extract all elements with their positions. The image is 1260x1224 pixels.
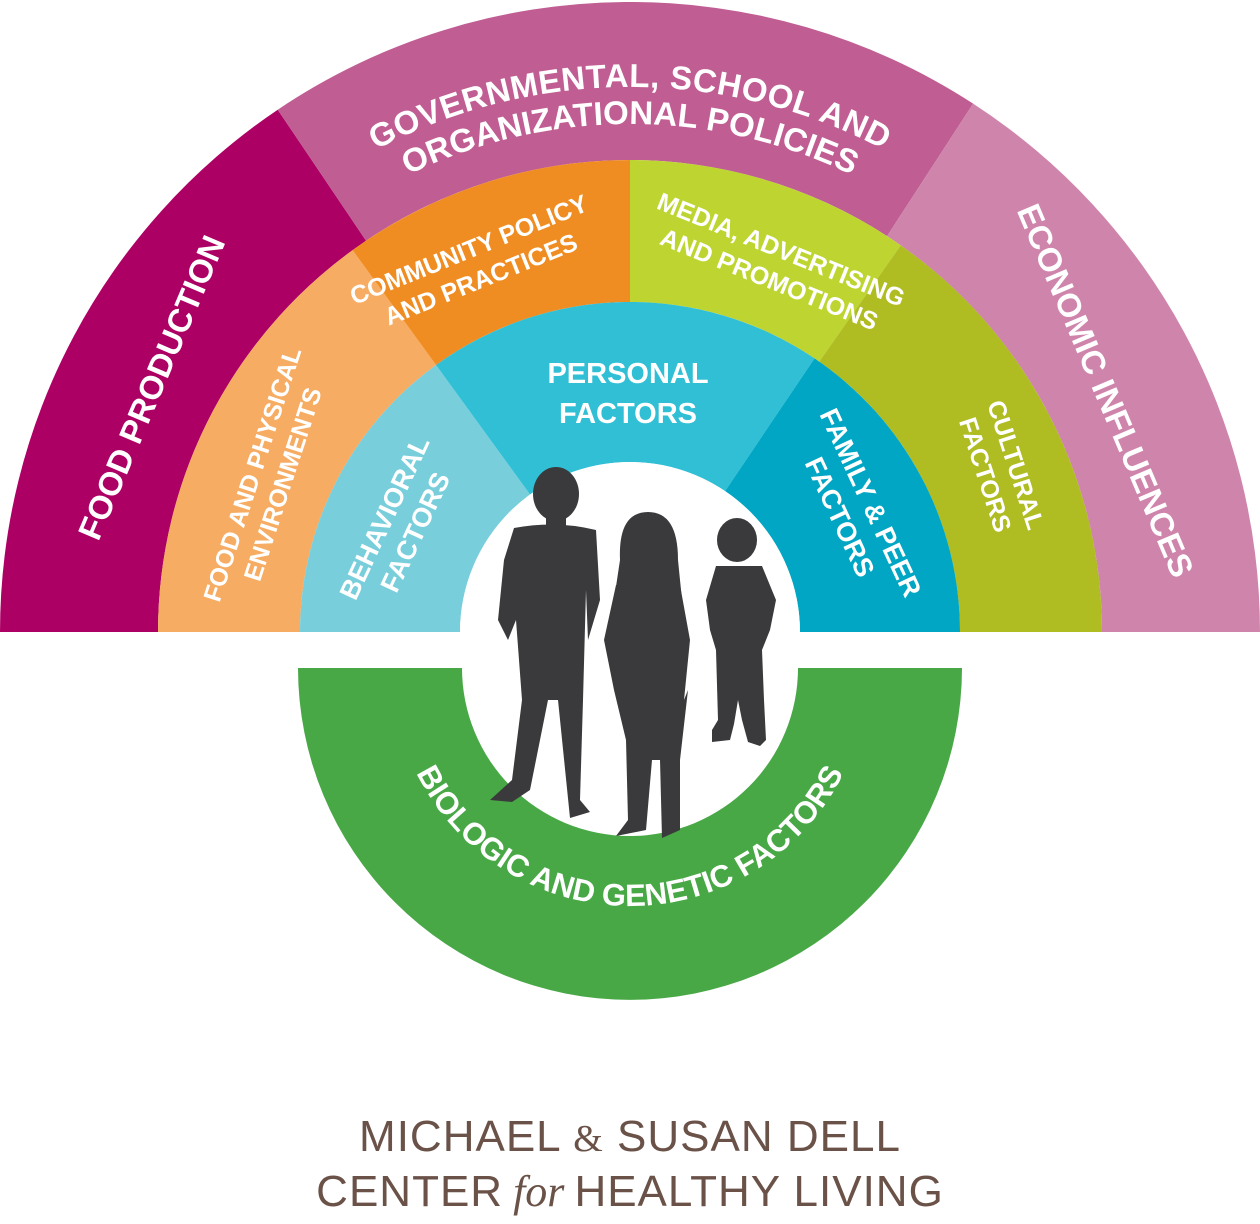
segment-personal-factors	[436, 302, 815, 495]
footer-ampersand: &	[573, 1118, 604, 1160]
segment-behavioral-factors	[300, 365, 531, 632]
footer-for: for	[513, 1167, 565, 1216]
segment-family-peer-factors	[725, 358, 960, 632]
footer-line-1: MICHAEL & SUSAN DELL	[0, 1112, 1260, 1162]
man-silhouette-icon	[490, 467, 600, 818]
segment-biologic-genetic	[298, 668, 962, 1000]
segment-media-advertising	[630, 160, 901, 362]
footer-michael: MICHAEL	[359, 1112, 561, 1161]
people-silhouettes-icon	[490, 467, 776, 838]
segment-food-physical-environments	[158, 250, 437, 632]
footer-susan-dell: SUSAN DELL	[617, 1112, 901, 1161]
footer-center: CENTER	[316, 1167, 504, 1216]
influence-diagram: GOVERNMENTAL, SCHOOL AND ORGANIZATIONAL …	[0, 1, 1260, 1000]
svg-text:PERSONAL: PERSONAL	[547, 358, 708, 390]
svg-text:FACTORS: FACTORS	[559, 398, 697, 430]
label-personal-factors: PERSONAL FACTORS	[547, 358, 708, 430]
segment-food-production	[0, 109, 367, 633]
child-silhouette-icon	[706, 518, 776, 746]
segment-governmental-policies	[277, 1, 974, 241]
segment-economic-influences	[887, 103, 1260, 632]
segment-community-policy	[352, 160, 630, 366]
footer-healthy-living: HEALTHY LIVING	[574, 1167, 944, 1216]
segment-cultural-factors	[819, 245, 1102, 632]
woman-silhouette-icon	[604, 512, 690, 838]
